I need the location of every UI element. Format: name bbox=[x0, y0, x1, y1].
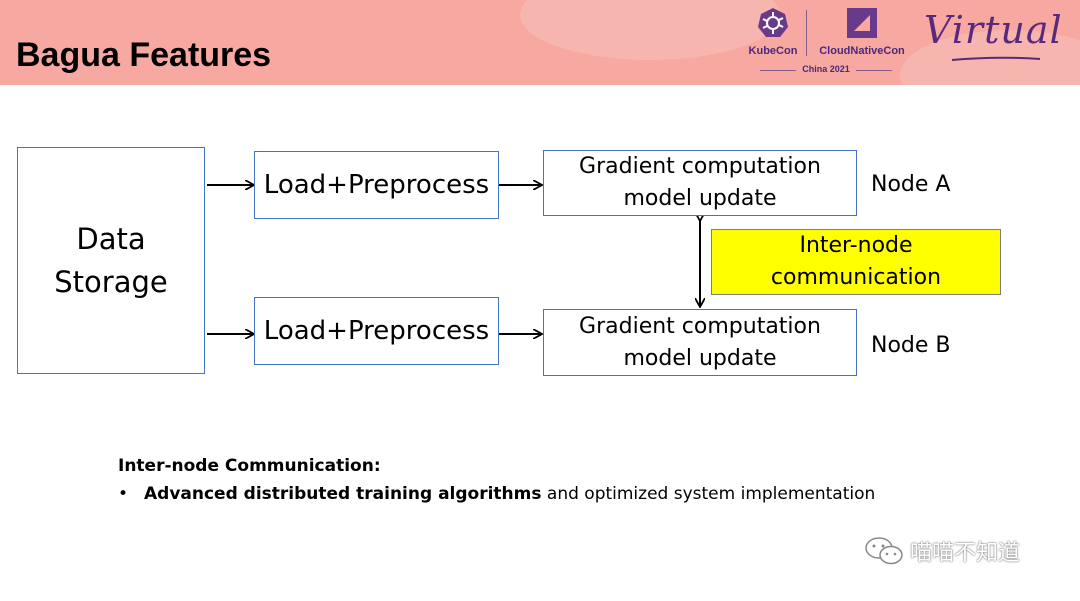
node-b-label: Node B bbox=[871, 333, 951, 358]
load-preprocess-top-label: Load+Preprocess bbox=[263, 170, 490, 200]
wechat-icon bbox=[865, 537, 903, 565]
watermark-text: 喵喵不知道 bbox=[910, 541, 1021, 566]
gradient-top-line2: model update bbox=[623, 186, 777, 211]
gradient-computation-bottom-box: Gradient computation model update bbox=[543, 309, 857, 376]
virtual-logo: Virtual bbox=[924, 8, 1063, 52]
data-storage-line1: Data bbox=[76, 221, 146, 256]
inter-node-communication-box: Inter-node communication bbox=[711, 229, 1001, 295]
notes-bullet-bold: Advanced distributed training algorithms bbox=[144, 484, 542, 504]
cncf-icon bbox=[847, 8, 877, 38]
notes-heading: Inter-node Communication: bbox=[118, 456, 381, 476]
event-year: China 2021 bbox=[760, 64, 892, 76]
load-preprocess-bottom-label: Load+Preprocess bbox=[263, 316, 490, 346]
data-storage-box: Data Storage bbox=[17, 147, 205, 374]
slide-title: Bagua Features bbox=[16, 36, 272, 74]
kubecon-logo: KubeCon bbox=[744, 6, 802, 57]
node-a-label: Node A bbox=[871, 172, 951, 197]
divider-line bbox=[856, 70, 892, 71]
event-label: China 2021 bbox=[802, 64, 850, 74]
watermark: 喵喵不知道 bbox=[864, 535, 1020, 567]
cloudnativecon-label: CloudNativeCon bbox=[819, 45, 905, 57]
inter-node-line2: communication bbox=[770, 265, 942, 290]
notes-section: Inter-node Communication: • Advanced dis… bbox=[118, 456, 875, 504]
load-preprocess-bottom-box: Load+Preprocess bbox=[254, 297, 499, 365]
gradient-computation-top-box: Gradient computation model update bbox=[543, 150, 857, 216]
gradient-bottom-line2: model update bbox=[623, 345, 777, 371]
bullet-icon: • bbox=[118, 484, 129, 504]
gradient-bottom-line1: Gradient computation bbox=[579, 313, 821, 339]
kubecon-label: KubeCon bbox=[748, 45, 798, 57]
data-storage-line2: Storage bbox=[54, 264, 168, 299]
kubernetes-wheel-icon bbox=[758, 8, 788, 37]
logo-divider bbox=[806, 10, 807, 56]
gradient-top-line1: Gradient computation bbox=[579, 154, 821, 179]
notes-bullet-text: and optimized system implementation bbox=[541, 484, 876, 504]
swash-decoration bbox=[951, 56, 1041, 61]
inter-node-line1: Inter-node bbox=[799, 233, 913, 258]
slide-header: Bagua Features KubeCon CloudNativeCon Ch… bbox=[0, 0, 1080, 85]
cloudnativecon-logo: CloudNativeCon bbox=[814, 6, 910, 57]
notes-bullet-item: • Advanced distributed training algorith… bbox=[118, 484, 875, 504]
load-preprocess-top-box: Load+Preprocess bbox=[254, 151, 499, 219]
divider-line bbox=[760, 70, 796, 71]
